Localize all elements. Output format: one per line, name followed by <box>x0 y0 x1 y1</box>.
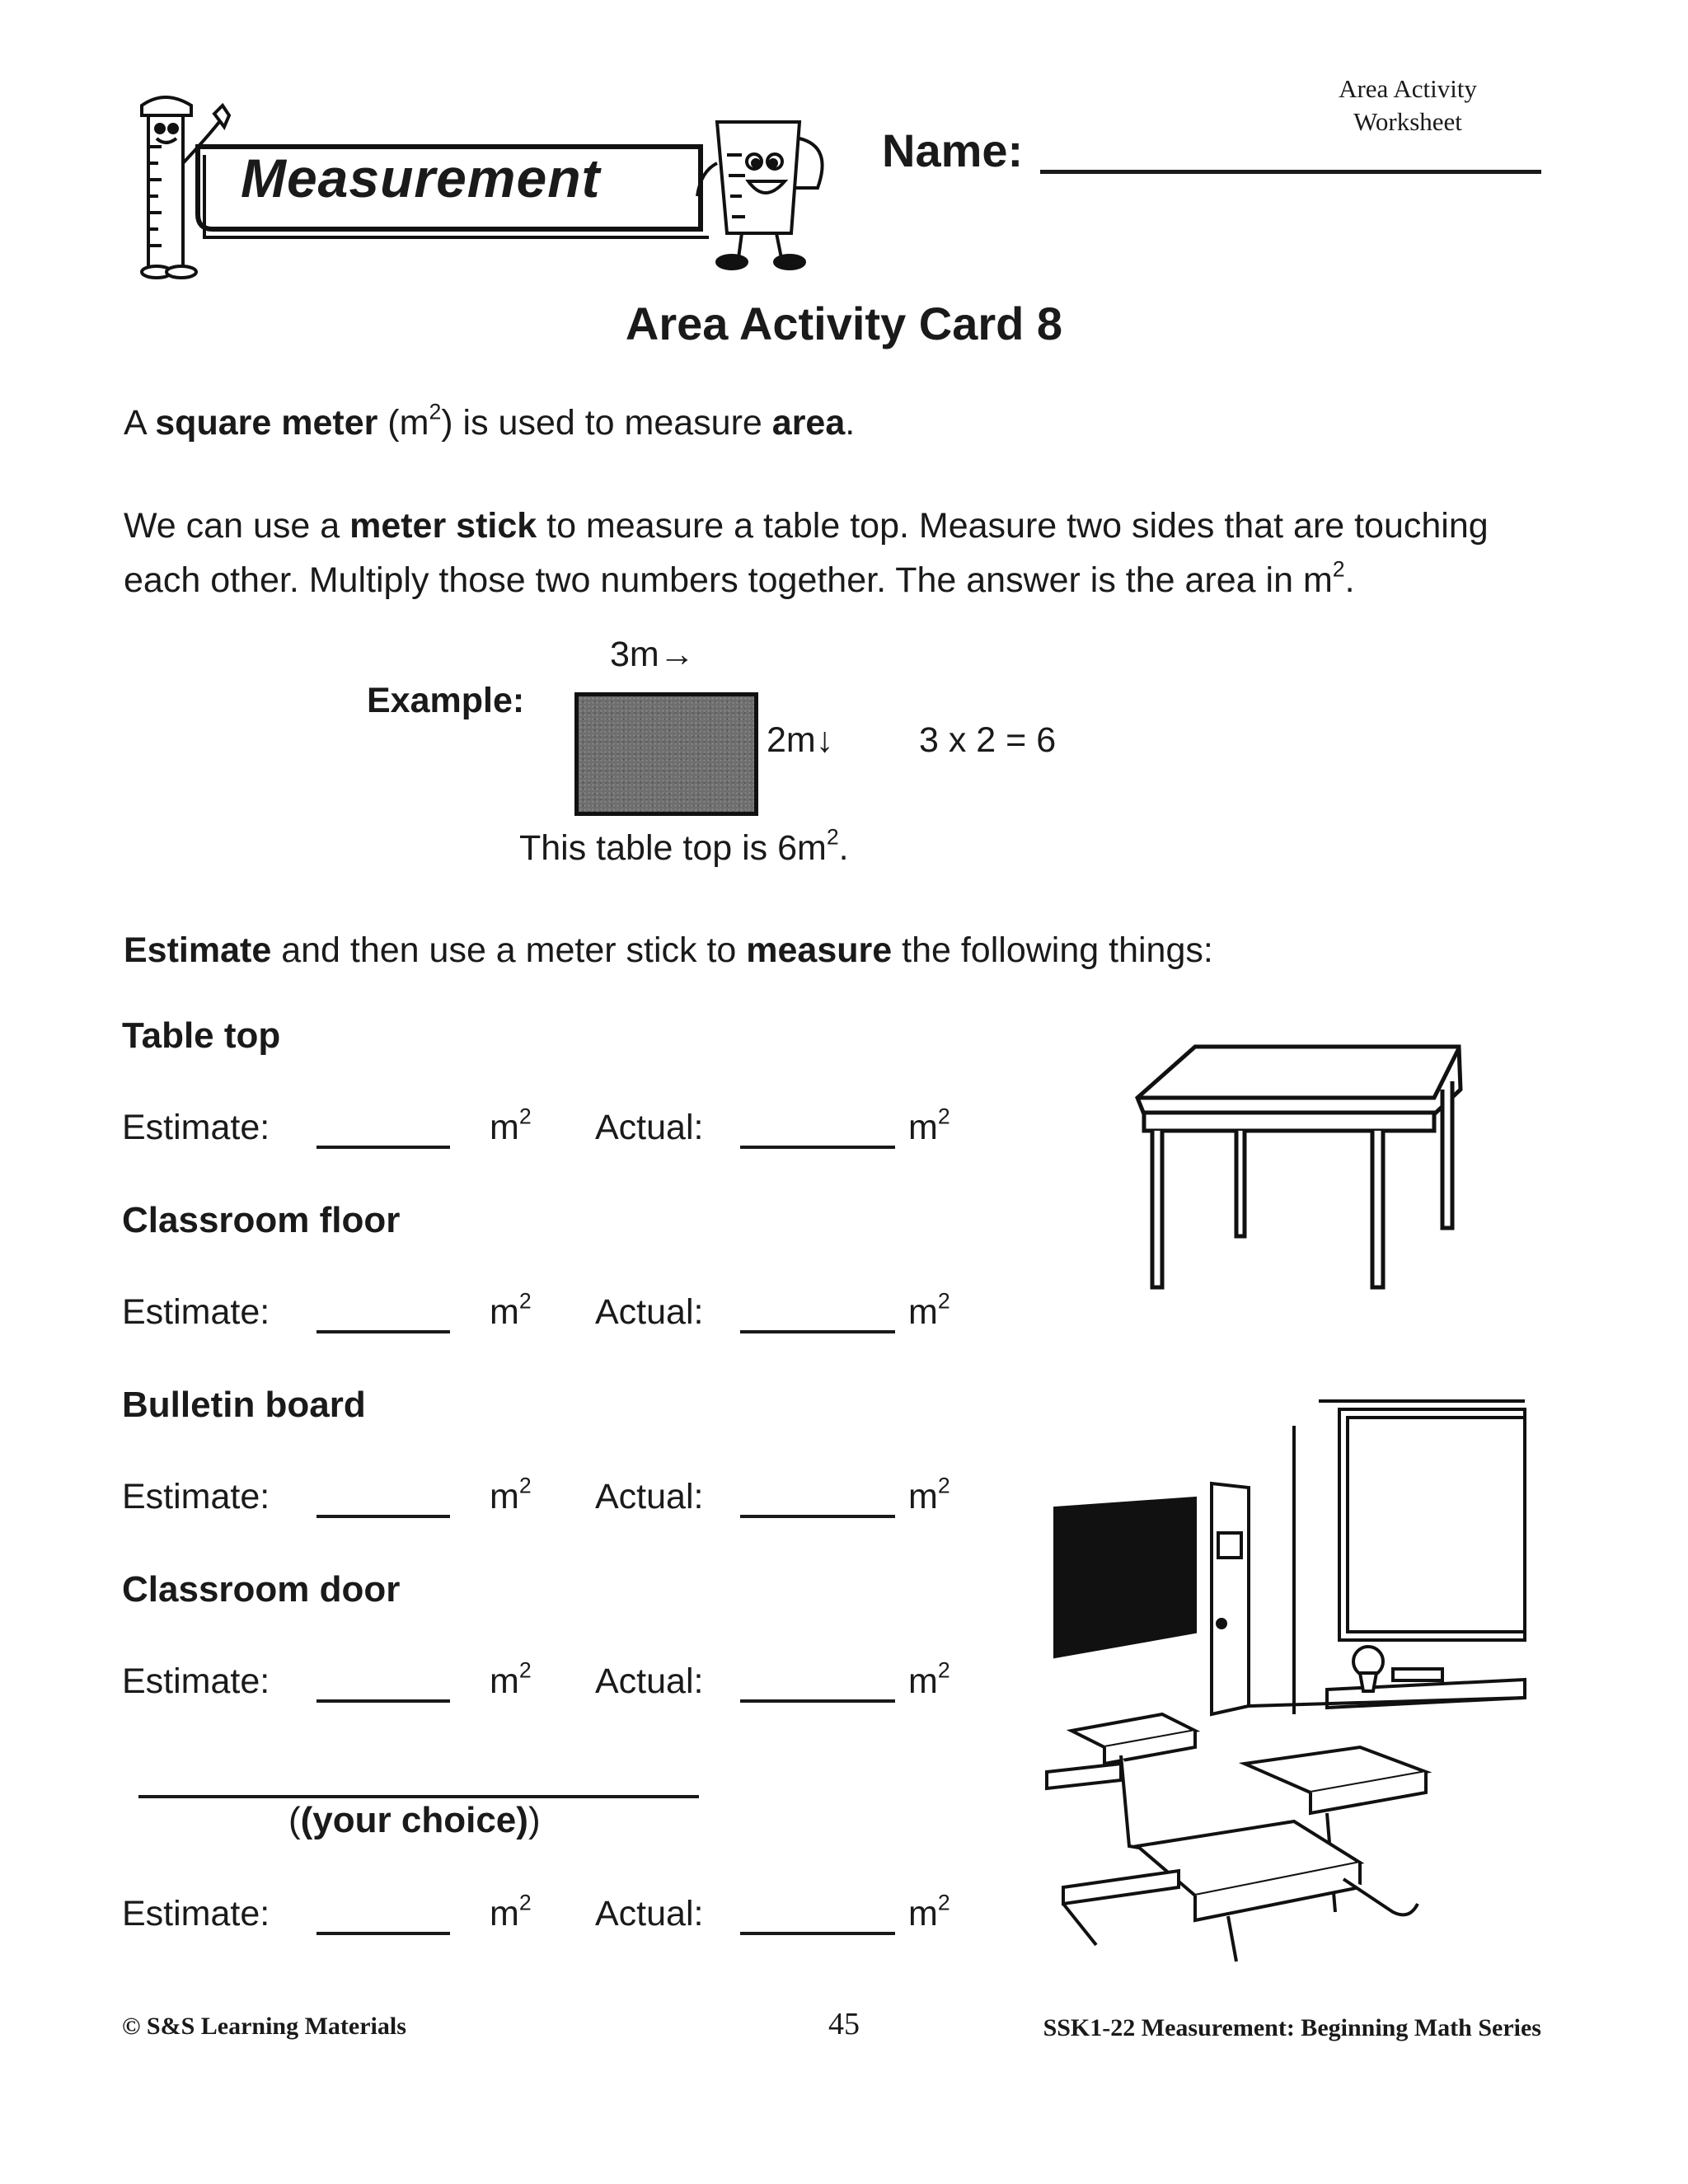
actual-label: Actual: <box>595 1661 704 1701</box>
measure-row-classroom-door: Estimate: m2 Actual: m2 <box>122 1657 963 1711</box>
your-choice-blank[interactable] <box>138 1795 699 1798</box>
unit-label: m2 <box>490 1890 532 1933</box>
corner-line-2: Worksheet <box>1353 107 1462 136</box>
example-length-label: 3m→ <box>610 635 695 674</box>
unit-label: m2 <box>908 1657 950 1701</box>
footer-copyright: © S&S Learning Materials <box>122 2013 406 2040</box>
example-equation: 3 x 2 = 6 <box>919 720 1057 760</box>
estimate-label: Estimate: <box>122 1894 270 1933</box>
classroom-illustration <box>1045 1399 1526 1962</box>
actual-label: Actual: <box>595 1477 704 1516</box>
unit-label: m2 <box>490 1104 532 1147</box>
worksheet-type-label: Area Activity Worksheet <box>1301 73 1515 138</box>
unit-label: m2 <box>490 1473 532 1516</box>
item-heading-table-top: Table top <box>122 1015 281 1056</box>
unit-label: m2 <box>908 1288 950 1332</box>
page-number: 45 <box>828 2007 860 2041</box>
estimate-label: Estimate: <box>122 1292 270 1332</box>
banner-title: Measurement <box>241 148 601 209</box>
actual-label: Actual: <box>595 1108 704 1147</box>
estimate-label: Estimate: <box>122 1108 270 1147</box>
instructions: Estimate and then use a meter stick to m… <box>124 930 1213 970</box>
page-title: Area Activity Card 8 <box>625 298 1063 349</box>
measurement-banner-logo <box>140 96 824 279</box>
actual-blank[interactable] <box>740 1699 895 1703</box>
unit-label: m2 <box>490 1288 532 1332</box>
name-label: Name: <box>882 124 1024 176</box>
corner-line-1: Area Activity <box>1339 74 1477 103</box>
unit-label: m2 <box>908 1104 950 1147</box>
unit-label: m2 <box>908 1473 950 1516</box>
name-input-line[interactable] <box>1040 170 1541 174</box>
estimate-blank[interactable] <box>316 1330 450 1333</box>
table-illustration <box>1135 1044 1463 1290</box>
item-heading-classroom-floor: Classroom floor <box>122 1200 401 1240</box>
actual-label: Actual: <box>595 1894 704 1933</box>
item-heading-bulletin-board: Bulletin board <box>122 1385 366 1425</box>
unit-label: m2 <box>490 1657 532 1701</box>
intro-paragraph-2: We can use a meter stick to measure a ta… <box>124 506 1489 600</box>
example-width-label: 2m↓ <box>767 720 834 760</box>
estimate-label: Estimate: <box>122 1477 270 1516</box>
estimate-blank[interactable] <box>316 1699 450 1703</box>
example-caption: This table top is 6m2. <box>519 824 849 868</box>
measure-row-table-top: Estimate: m2 Actual: m2 <box>122 1104 963 1157</box>
your-choice-label: ((your choice)) <box>288 1800 541 1840</box>
measure-row-classroom-floor: Estimate: m2 Actual: m2 <box>122 1288 963 1342</box>
footer-series: SSK1-22 Measurement: Beginning Math Seri… <box>1043 2014 1541 2041</box>
ruler-mascot-icon <box>140 96 232 279</box>
estimate-blank[interactable] <box>316 1932 450 1935</box>
actual-blank[interactable] <box>740 1146 895 1149</box>
unit-label: m2 <box>908 1890 950 1933</box>
actual-blank[interactable] <box>740 1330 895 1333</box>
measure-row-bulletin-board: Estimate: m2 Actual: m2 <box>122 1473 963 1526</box>
example-label: Example: <box>367 681 525 720</box>
intro-paragraph-1: A square meter (m2) is used to measure a… <box>124 399 856 443</box>
estimate-label: Estimate: <box>122 1661 270 1701</box>
measure-row-your-choice: Estimate: m2 Actual: m2 <box>122 1890 963 1943</box>
measuring-cup-mascot-icon <box>696 120 824 270</box>
item-heading-classroom-door: Classroom door <box>122 1569 401 1610</box>
estimate-blank[interactable] <box>316 1515 450 1518</box>
actual-blank[interactable] <box>740 1932 895 1935</box>
actual-label: Actual: <box>595 1292 704 1332</box>
example-table-top-rectangle <box>574 692 758 816</box>
actual-blank[interactable] <box>740 1515 895 1518</box>
estimate-blank[interactable] <box>316 1146 450 1149</box>
